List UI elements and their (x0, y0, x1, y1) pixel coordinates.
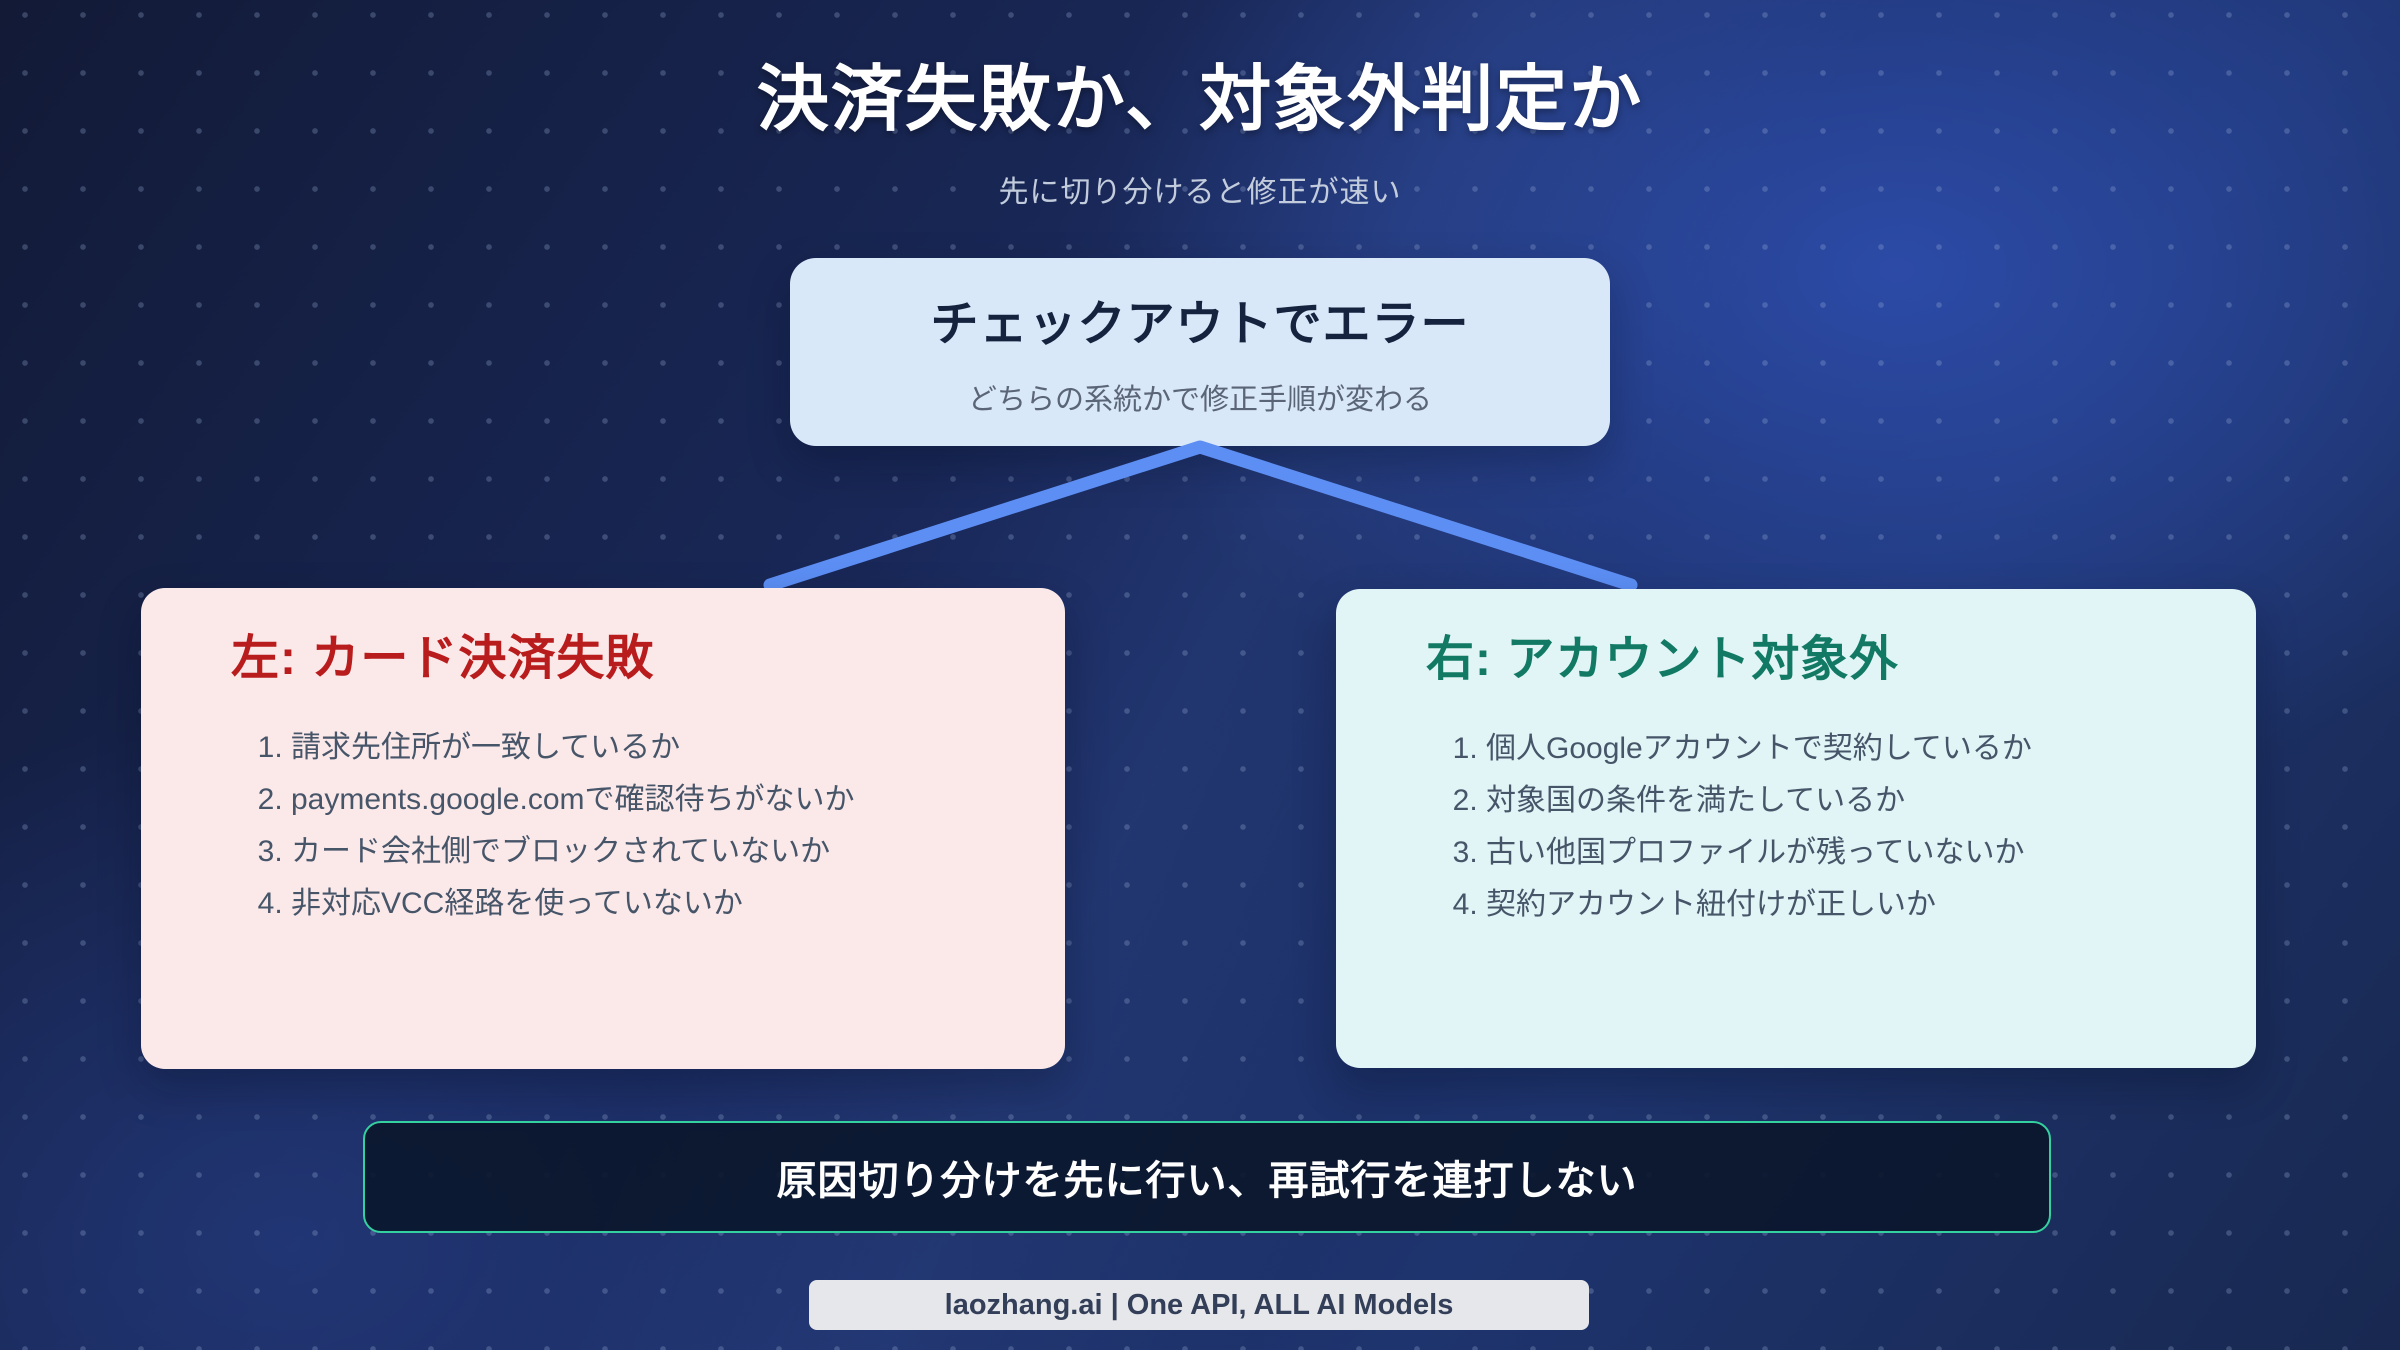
callout-banner: 原因切り分けを先に行い、再試行を連打しない (363, 1121, 2051, 1233)
left-branch-card: 左: カード決済失敗 請求先住所が一致しているか payments.google… (141, 588, 1065, 1069)
list-item: 古い他国プロファイルが残っていないか (1486, 837, 2256, 868)
left-branch-checklist: 請求先住所が一致しているか payments.google.comで確認待ちがな… (141, 732, 1065, 919)
root-node-title: チェックアウトでエラー (930, 298, 1470, 351)
brand-badge: laozhang.ai | One API, ALL AI Models (809, 1280, 1589, 1330)
slide-header: 決済失敗か、対象外判定か 先に切り分けると修正が速い (0, 40, 2400, 211)
page-title: 決済失敗か、対象外判定か (756, 60, 1644, 140)
root-node-subtitle: どちらの系統かで修正手順が変わる (967, 384, 1432, 416)
list-item: 契約アカウント紐付けが正しいか (1486, 889, 2256, 920)
left-branch-title: 左: カード決済失敗 (231, 632, 655, 685)
right-branch-card: 右: アカウント対象外 個人Googleアカウントで契約しているか 対象国の条件… (1336, 589, 2256, 1068)
list-item: カード会社側でブロックされていないか (291, 836, 1065, 867)
root-node-card: チェックアウトでエラー どちらの系統かで修正手順が変わる (790, 258, 1610, 446)
right-branch-title: 右: アカウント対象外 (1426, 633, 1899, 686)
list-item: 対象国の条件を満たしているか (1486, 785, 2256, 816)
list-item: 個人Googleアカウントで契約しているか (1486, 733, 2256, 764)
right-branch-checklist: 個人Googleアカウントで契約しているか 対象国の条件を満たしているか 古い他… (1336, 733, 2256, 920)
brand-badge-text: laozhang.ai | One API, ALL AI Models (944, 1288, 1454, 1321)
callout-text: 原因切り分けを先に行い、再試行を連打しない (776, 1159, 1638, 1203)
page-subtitle: 先に切り分けると修正が速い (998, 176, 1402, 209)
list-item: 請求先住所が一致しているか (291, 732, 1065, 763)
list-item: 非対応VCC経路を使っていないか (291, 888, 1065, 919)
list-item: payments.google.comで確認待ちがないか (291, 784, 1065, 815)
